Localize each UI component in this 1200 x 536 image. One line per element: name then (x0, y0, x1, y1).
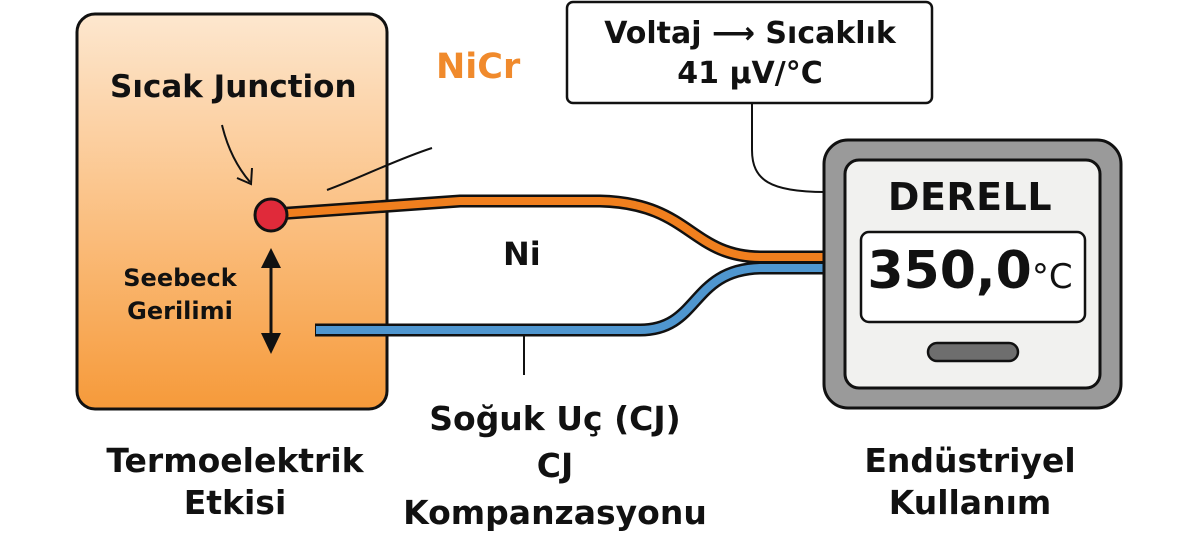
hot-junction-pointer-arrow (221, 124, 251, 183)
ni-wire-fill (316, 264, 825, 334)
conversion-formula: Voltaj ⟶ Sıcaklık (604, 16, 896, 51)
arrow-up-icon (261, 248, 281, 268)
conversion-info-box (565, 0, 934, 105)
meter-display (859, 230, 1087, 324)
seebeck-coefficient: 41 µV/°C (677, 56, 823, 91)
industrial-caption-line1: Endüstriyel (864, 441, 1076, 480)
meter-reading: 350,0°C (862, 245, 1078, 297)
ni-wire (315, 261, 825, 337)
thermoelectric-caption-line2: Etkisi (183, 483, 287, 522)
hot-junction-dot (253, 197, 289, 233)
cold-junction-section: Soğuk Uç (CJ) CJ Kompanzasyonu (395, 395, 715, 536)
arrowhead-icon (236, 167, 253, 186)
thermoelectric-caption-line1: Termoelektrik (106, 441, 364, 480)
meter-reading-unit: °C (1031, 257, 1073, 297)
arrow-down-icon (261, 333, 281, 354)
seebeck-label-line1: Seebeck (123, 264, 237, 292)
cj-caption-line2: Kompanzasyonu (403, 493, 707, 532)
meter-reading-value: 350,0 (867, 241, 1032, 301)
cj-caption-line1: CJ (536, 446, 574, 485)
industrial-use-caption: Endüstriyel Kullanım (820, 440, 1120, 524)
nicr-wire-label: NiCr (436, 47, 521, 87)
hot-junction-label: Sıcak Junction (110, 69, 357, 105)
industrial-caption-line2: Kullanım (888, 483, 1052, 522)
thermoelectric-caption: Termoelektrik Etkisi (70, 440, 400, 524)
conversion-info-text: Voltaj ⟶ Sıcaklık 41 µV/°C (570, 14, 930, 94)
info-box-connector (751, 104, 826, 193)
cold-junction-label: Soğuk Uç (CJ) (429, 399, 681, 438)
meter-button[interactable] (926, 341, 1020, 363)
seebeck-label-line2: Gerilimi (127, 297, 233, 325)
seebeck-voltage-label: Seebeck Gerilimi (110, 262, 250, 328)
nicr-wire-fill (275, 197, 825, 261)
meter-brand: DERELL (887, 175, 1053, 219)
nicr-leader-line (326, 147, 433, 191)
ni-wire-label: Ni (503, 235, 541, 273)
